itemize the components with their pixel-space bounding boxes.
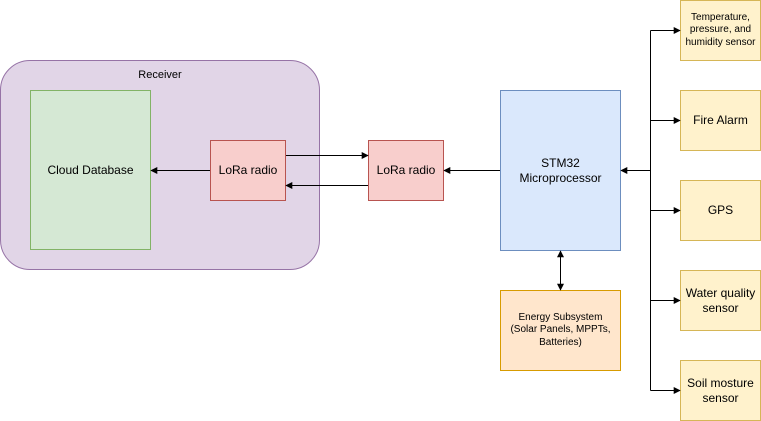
lora-radio-receiver-label: LoRa radio [218,163,278,177]
lora-radio-transmitter-node[interactable]: LoRa radio [368,140,444,201]
fire-alarm-label: Fire Alarm [693,113,748,127]
gps-label: GPS [707,203,734,217]
receiver-label: Receiver [138,69,182,81]
temperature-pressure-humidity-sensor-node[interactable]: Temperature, pressure, and humidity sens… [680,0,761,61]
stm32-microprocessor-label: STM32 Microprocessor [519,155,602,185]
lora-radio-transmitter-label: LoRa radio [376,163,436,177]
energy-subsystem-node[interactable]: Energy Subsystem (Solar Panels, MPPTs, B… [500,290,621,371]
cloud-database-label: Cloud Database [47,162,134,177]
cloud-database-node[interactable]: Cloud Database [30,90,151,250]
soil-moisture-sensor-label: Soil mosture sensor [687,375,754,405]
soil-moisture-sensor-node[interactable]: Soil mosture sensor [680,360,761,421]
lora-radio-receiver-node[interactable]: LoRa radio [210,140,286,201]
stm32-microprocessor-node[interactable]: STM32 Microprocessor [500,90,621,251]
fire-alarm-node[interactable]: Fire Alarm [680,90,761,151]
energy-subsystem-label: Energy Subsystem (Solar Panels, MPPTs, B… [510,311,611,348]
water-quality-sensor-label: Water quality sensor [685,285,756,315]
water-quality-sensor-node[interactable]: Water quality sensor [680,270,761,331]
temperature-pressure-humidity-sensor-label: Temperature, pressure, and humidity sens… [685,11,756,48]
